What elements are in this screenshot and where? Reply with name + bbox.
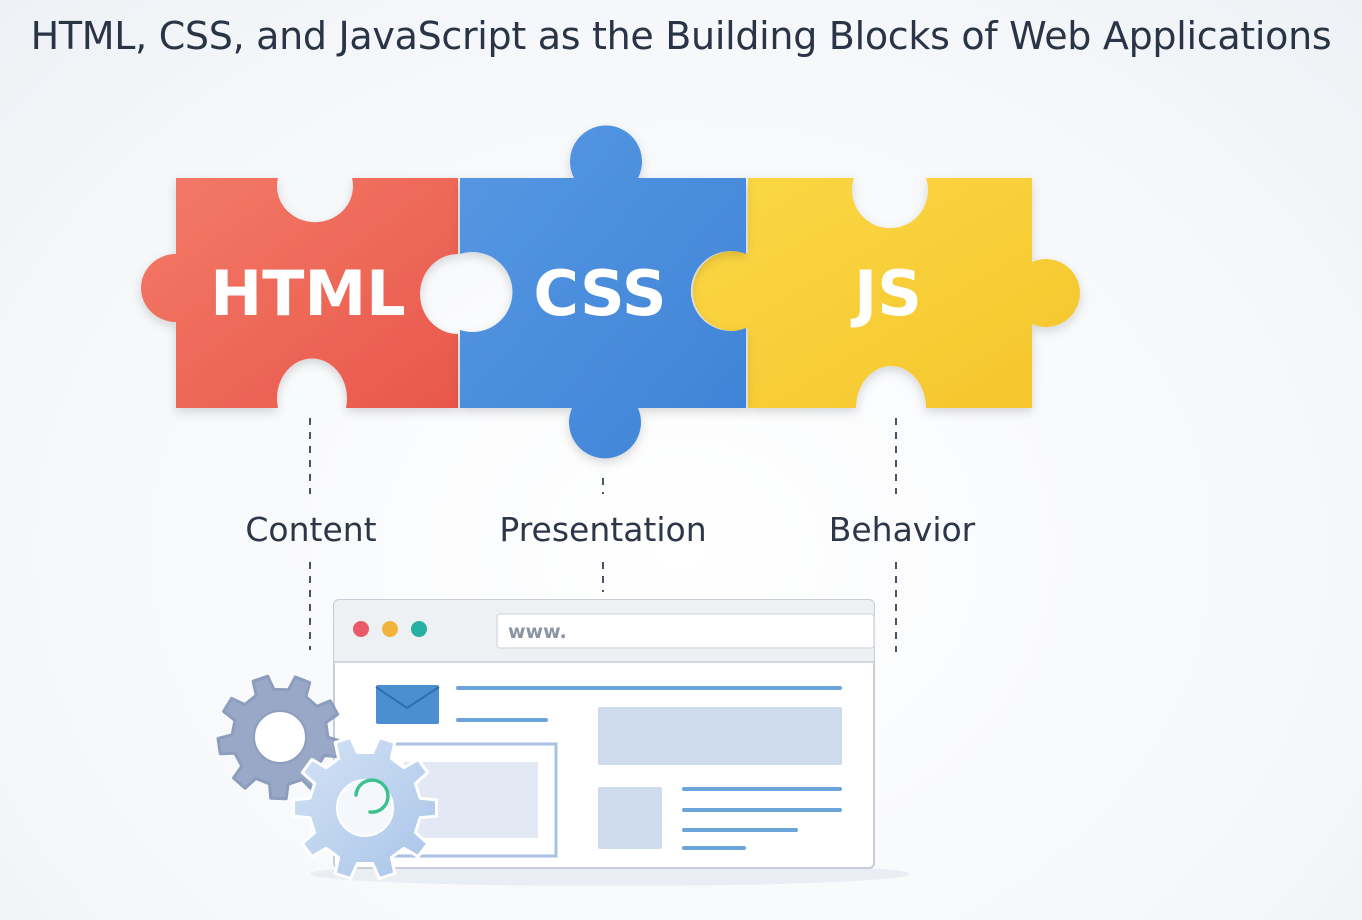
loading-spinner-icon bbox=[354, 778, 390, 814]
envelope-icon bbox=[375, 685, 440, 724]
window-minimize-dot bbox=[382, 621, 398, 637]
address-bar bbox=[496, 613, 875, 649]
css-puzzle-piece bbox=[460, 125, 746, 459]
thumbnail-placeholder bbox=[598, 787, 662, 849]
content-line bbox=[456, 686, 842, 690]
css-label: CSS bbox=[533, 257, 666, 330]
behavior-label: Behavior bbox=[829, 510, 976, 549]
content-line bbox=[456, 718, 548, 722]
connector-lines bbox=[309, 418, 897, 652]
window-close-dot bbox=[353, 621, 369, 637]
diagram-title: HTML, CSS, and JavaScript as the Buildin… bbox=[30, 14, 1332, 58]
html-label: HTML bbox=[210, 257, 405, 330]
window-maximize-dot bbox=[411, 621, 427, 637]
content-label: Content bbox=[245, 510, 376, 549]
content-line bbox=[682, 828, 798, 832]
presentation-label: Presentation bbox=[499, 510, 706, 549]
js-puzzle-piece bbox=[692, 178, 1080, 408]
browser-window: www. bbox=[310, 599, 910, 886]
image-placeholder bbox=[598, 707, 842, 765]
address-bar-text: www. bbox=[508, 621, 567, 643]
content-line bbox=[682, 846, 746, 850]
content-line bbox=[682, 787, 842, 791]
js-label: JS bbox=[850, 257, 922, 330]
html-puzzle-piece bbox=[141, 178, 458, 408]
content-line bbox=[682, 808, 842, 812]
gear-icon bbox=[292, 736, 438, 880]
